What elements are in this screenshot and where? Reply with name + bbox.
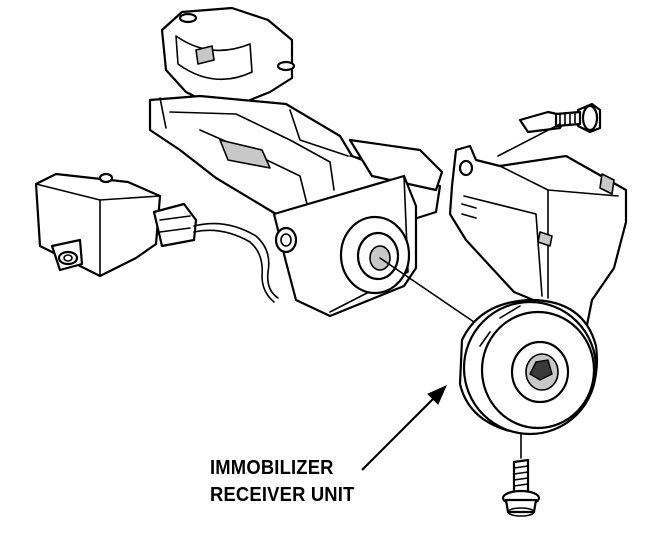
steering-lock-assembly — [148, 6, 444, 318]
lower-screw — [501, 458, 541, 517]
callout-line-2: RECEIVER UNIT — [210, 484, 355, 506]
callout-label: IMMOBILIZER RECEIVER UNIT — [210, 455, 355, 509]
receiver-holder — [448, 110, 628, 352]
callout-line-1: IMMOBILIZER — [210, 457, 334, 479]
wire-connector — [152, 202, 279, 303]
immobilizer-receiver-ring — [458, 298, 598, 436]
control-module — [34, 172, 162, 278]
upper-bolt — [554, 102, 602, 134]
assembly-lines — [379, 123, 561, 459]
callout-arrow — [361, 385, 447, 471]
